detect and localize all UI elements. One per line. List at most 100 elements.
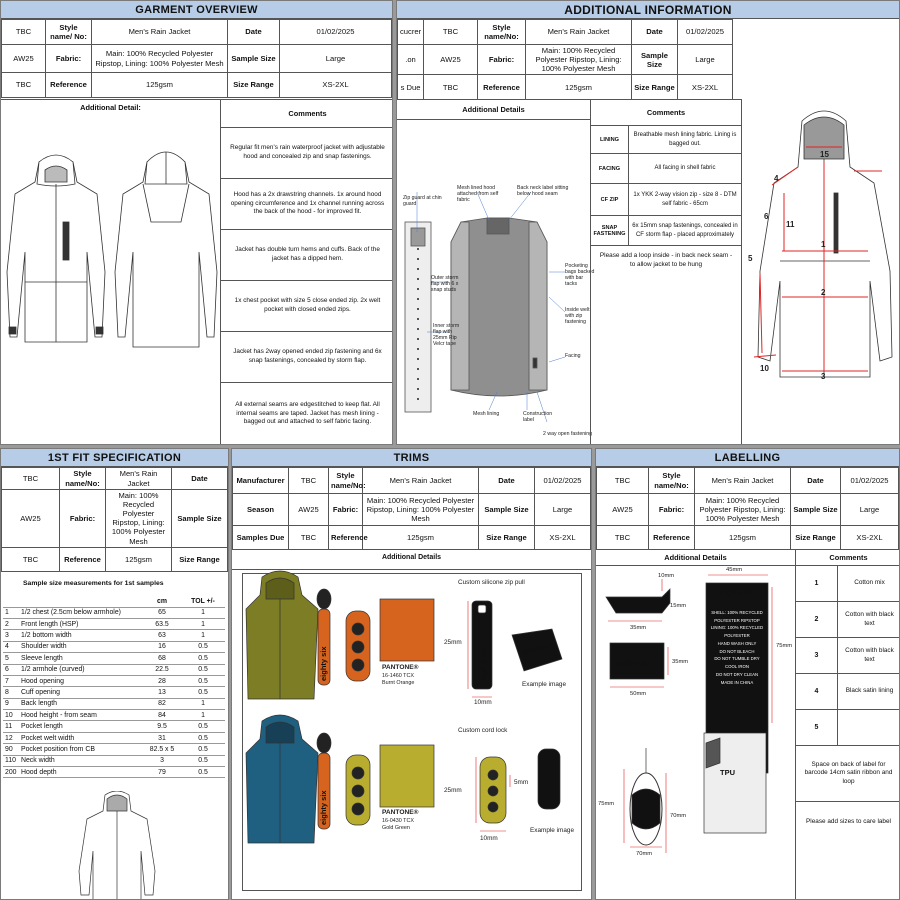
size-range-label: Size Range xyxy=(790,525,841,550)
dimension-label: 10mm xyxy=(474,699,492,706)
dimension-label: 25mm xyxy=(444,639,462,646)
measurement-cm: 68 xyxy=(143,652,181,665)
comments-header: Comments xyxy=(591,100,741,126)
zip-pull-logo: eighty six xyxy=(319,646,328,681)
measurement-points-sketch: 15 4 6 11 1 5 2 10 3 xyxy=(748,110,893,381)
size-range-label: Size Range xyxy=(171,546,228,572)
care-line: POLYESTER xyxy=(724,633,750,639)
measurement-cm: 63 xyxy=(143,629,181,642)
tolerance: 0.5 xyxy=(181,732,225,745)
section-title: Additional Details xyxy=(397,100,590,120)
date-label: Date xyxy=(478,467,535,494)
point-label: 15 xyxy=(820,150,829,159)
sample-size-value: Large xyxy=(279,44,392,73)
date-value: 01/02/2025 xyxy=(677,19,733,45)
reference-value: 125gsm xyxy=(91,72,228,98)
callout-facing: Facing xyxy=(565,353,581,359)
callout-inner-storm-flap: Inner storm flap with 25mm Rip Velcr tap… xyxy=(433,323,460,347)
label-artwork: eighty six eighty six TPU xyxy=(605,574,773,853)
dimension-label: 10mm xyxy=(480,835,498,842)
reference-value: 125gsm xyxy=(105,546,172,572)
callout-mesh-lining: Mesh lining xyxy=(473,411,500,417)
tolerance: 0.5 xyxy=(181,652,225,665)
panel-title: ADDITIONAL INFORMATION xyxy=(397,1,899,19)
comment-key: SNAP FASTENING xyxy=(591,216,629,245)
jacket-flat-sketch xyxy=(6,151,218,348)
point-number: 7 xyxy=(3,675,19,688)
point-description: 1/2 chest (2.5cm below armhole) xyxy=(19,607,143,619)
callout-pocketing-bags: Pocketing bags backed with bar tacks xyxy=(565,263,595,287)
fabric-value: Main: 100% Recycled Polyester Ripstop, L… xyxy=(105,489,172,548)
sample-size-value: Large xyxy=(840,493,899,526)
point-number: 1 xyxy=(3,607,19,619)
jacket-outline-sketch xyxy=(78,791,156,899)
samples-due-value: TBC xyxy=(1,72,46,98)
point-number: 5 xyxy=(3,652,19,665)
point-description: Hood height - from seam xyxy=(19,709,143,722)
measurement-cm: 31 xyxy=(143,732,181,745)
comment-row: Jacket has 2way opened ended zip fasteni… xyxy=(221,332,392,383)
point-description: Cuff opening xyxy=(19,686,143,699)
care-line: DO NOT BLEACH xyxy=(719,648,755,654)
point-description: Front length (HSP) xyxy=(19,618,143,631)
measurement-cm: 82.5 x 5 xyxy=(143,743,181,756)
manufacturer-cell: cucrer xyxy=(397,19,424,45)
style-label: Style name/ No: xyxy=(45,19,92,45)
fabric-label: Fabric: xyxy=(59,489,106,548)
label-number: 5 xyxy=(796,710,838,745)
size-range-value: XS-2XL xyxy=(534,525,591,550)
comments-header: Comments xyxy=(796,550,899,566)
trims-content xyxy=(242,573,582,891)
measurement-cm: 13 xyxy=(143,686,181,699)
samples-due-label-cell: s Due xyxy=(397,74,424,101)
callout-zip-guard: Zip guard at chin guard xyxy=(403,195,442,207)
season-value: AW25 xyxy=(423,43,478,76)
point-number: 90 xyxy=(3,743,19,756)
measurement-cm: 16 xyxy=(143,641,181,654)
point-number: 200 xyxy=(3,766,19,779)
care-line: HAND WASH ONLY xyxy=(717,640,757,646)
sample-size-label: Sample Size xyxy=(478,493,535,526)
point-description: 1/2 armhole (curved) xyxy=(19,664,143,676)
label-number: 1 xyxy=(796,566,838,601)
tolerance: 1 xyxy=(181,709,225,722)
comment-value: Breathable mesh lining fabric. Lining is… xyxy=(633,132,737,147)
pantone-title: PANTONE® xyxy=(382,809,419,816)
reference-label: Reference xyxy=(59,546,106,572)
sample-size-value: Large xyxy=(677,43,733,76)
additional-detail-section: Additional Detail: xyxy=(1,99,221,444)
callout-outer-storm-flap: Outer storm flap with 6 x snap studs xyxy=(431,275,459,293)
comment-key: CF ZIP xyxy=(591,184,629,215)
date-value: 01/02/2025 xyxy=(279,19,392,45)
label-comment: Cotton with black text xyxy=(845,646,894,663)
label-number: 3 xyxy=(796,638,838,673)
barcode-note: Space on back of label for barcode 14cm … xyxy=(796,746,899,802)
tolerance: 1 xyxy=(181,618,225,631)
point-number: 9 xyxy=(3,698,19,711)
care-line: MADE IN CHINA xyxy=(720,679,754,685)
callout-back-neck-label: Back neck label sitting below hood seam xyxy=(517,185,569,197)
reference-value: 125gsm xyxy=(525,74,632,101)
comment-value: All facing in shell fabric xyxy=(654,165,716,172)
season-value: AW25 xyxy=(1,44,46,73)
point-number: 6 xyxy=(3,664,19,676)
care-line: DO NOT DRY CLEAN xyxy=(715,671,759,677)
point-label: 6 xyxy=(764,212,769,221)
tolerance: 1 xyxy=(181,698,225,711)
callout-construction-label: Construction label xyxy=(523,411,553,423)
